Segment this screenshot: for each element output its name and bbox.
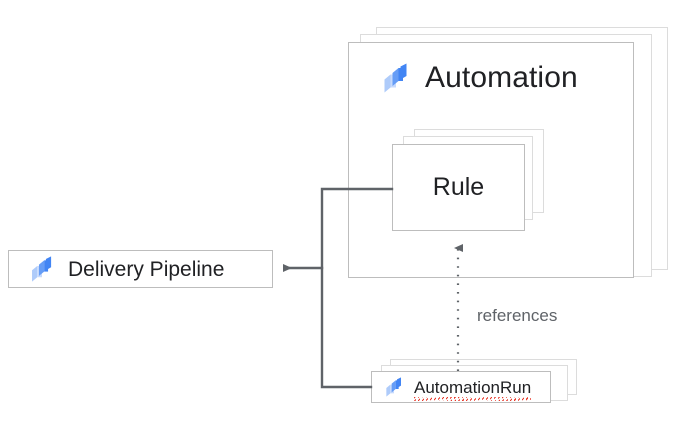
edge-label-references: references [477, 306, 558, 325]
rule-card[interactable]: Rule [392, 144, 525, 231]
delivery-pipeline-card[interactable]: Delivery Pipeline [8, 250, 273, 288]
automationrun-label: AutomationRun [414, 377, 532, 397]
cloud-deploy-icon [384, 377, 404, 397]
edge-automationrun-to-delivery-pipeline [320, 266, 373, 389]
automation-header: Automation [381, 63, 578, 93]
automationrun-card[interactable]: AutomationRun [371, 371, 551, 403]
automation-title: Automation [425, 61, 578, 94]
delivery-pipeline-label: Delivery Pipeline [68, 257, 225, 281]
cloud-deploy-icon [381, 63, 411, 93]
cloud-deploy-icon [29, 256, 55, 282]
rule-label: Rule [432, 173, 485, 201]
